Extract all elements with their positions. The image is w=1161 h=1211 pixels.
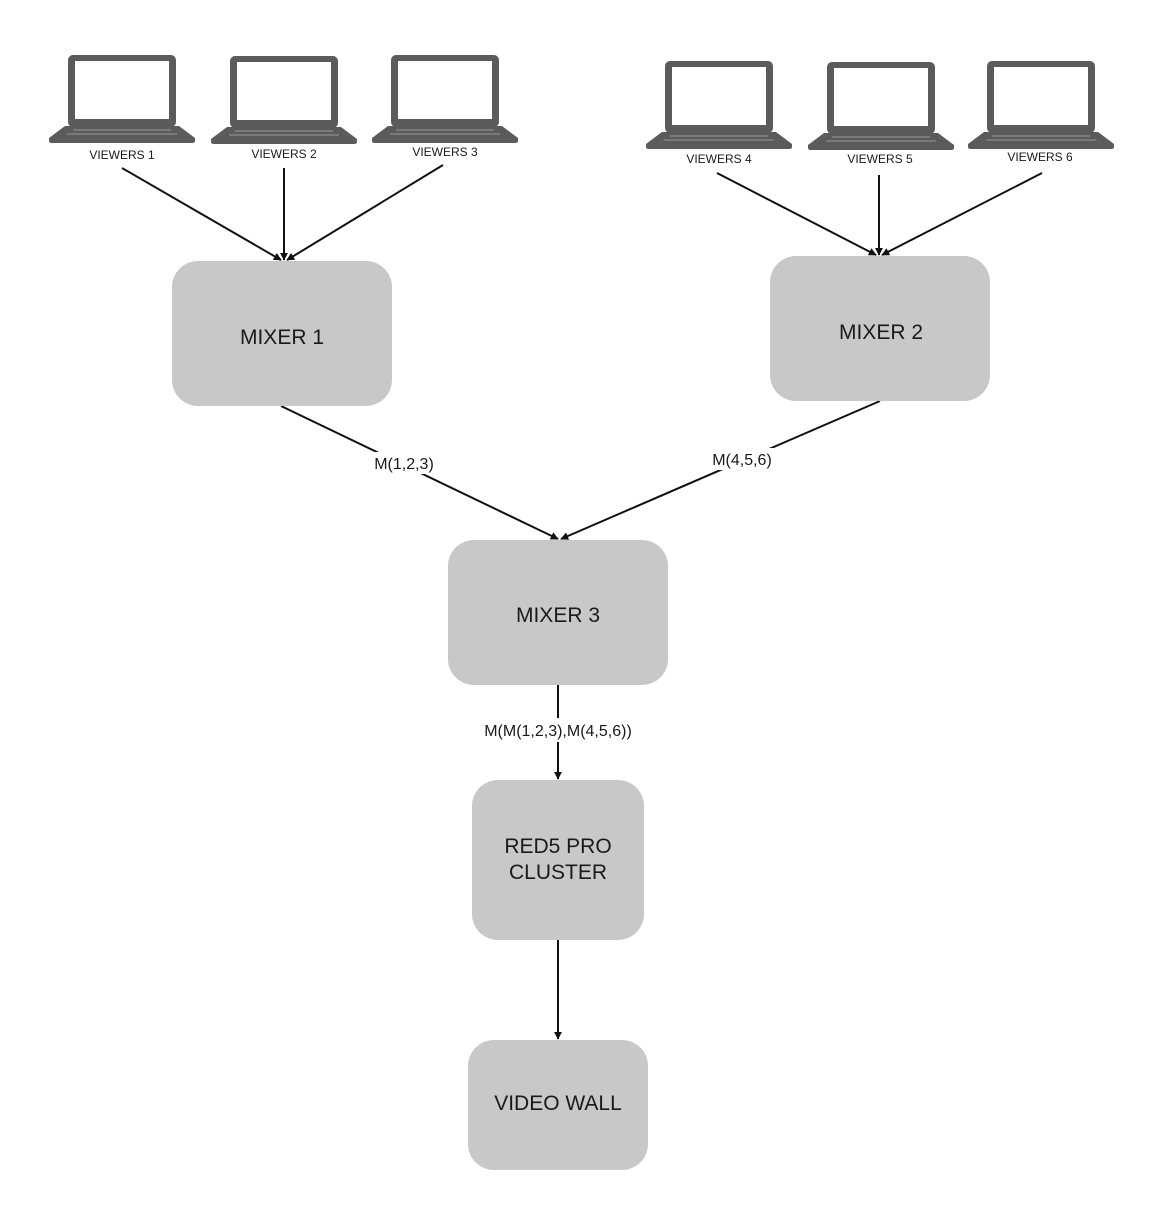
- laptop-icon: [48, 54, 196, 144]
- mixer-2-label: MIXER 2: [839, 321, 923, 344]
- viewer-label: VIEWERS 4: [686, 152, 752, 166]
- viewer-2: VIEWERS 2: [210, 55, 358, 161]
- mixer-3-label: MIXER 3: [516, 604, 600, 627]
- laptop-icon: [967, 60, 1115, 150]
- video-wall-node: VIDEO WALL: [468, 1040, 648, 1170]
- mixer-1-label: MIXER 1: [240, 326, 324, 349]
- viewer-label: VIEWERS 2: [251, 147, 317, 161]
- cluster-label-line1: RED5 PRO: [504, 835, 611, 858]
- cluster-label-line2: CLUSTER: [509, 861, 607, 884]
- laptop-icon: [645, 60, 793, 150]
- edge-viewer4-mixer2: [716, 172, 877, 256]
- viewer-3: VIEWERS 3: [371, 54, 519, 159]
- edge-label-mm: M(M(1,2,3),M(4,5,6)): [484, 723, 632, 740]
- mixer-2-node: MIXER 2: [770, 256, 990, 401]
- viewer-label: VIEWERS 3: [412, 145, 478, 159]
- edge-viewer1-mixer1: [121, 167, 282, 261]
- viewer-4: VIEWERS 4: [645, 60, 793, 166]
- viewer-label: VIEWERS 6: [1007, 150, 1073, 164]
- viewer-label: VIEWERS 5: [847, 152, 913, 166]
- viewer-6: VIEWERS 6: [967, 60, 1115, 164]
- viewer-5: VIEWERS 5: [807, 61, 955, 166]
- edge-label-m123: M(1,2,3): [374, 456, 434, 473]
- edge-viewer6-mixer2: [881, 172, 1043, 256]
- video-wall-label: VIDEO WALL: [494, 1092, 622, 1115]
- cluster-node: RED5 PRO CLUSTER: [472, 780, 644, 940]
- laptop-icon: [371, 54, 519, 144]
- mixer-3-node: MIXER 3: [448, 540, 668, 685]
- mixer-1-node: MIXER 1: [172, 261, 392, 406]
- viewer-1: VIEWERS 1: [48, 54, 196, 162]
- laptop-icon: [210, 55, 358, 145]
- edge-viewer3-mixer1: [286, 164, 444, 261]
- laptop-icon: [807, 61, 955, 151]
- edge-label-m456: M(4,5,6): [712, 452, 772, 469]
- viewer-label: VIEWERS 1: [89, 148, 155, 162]
